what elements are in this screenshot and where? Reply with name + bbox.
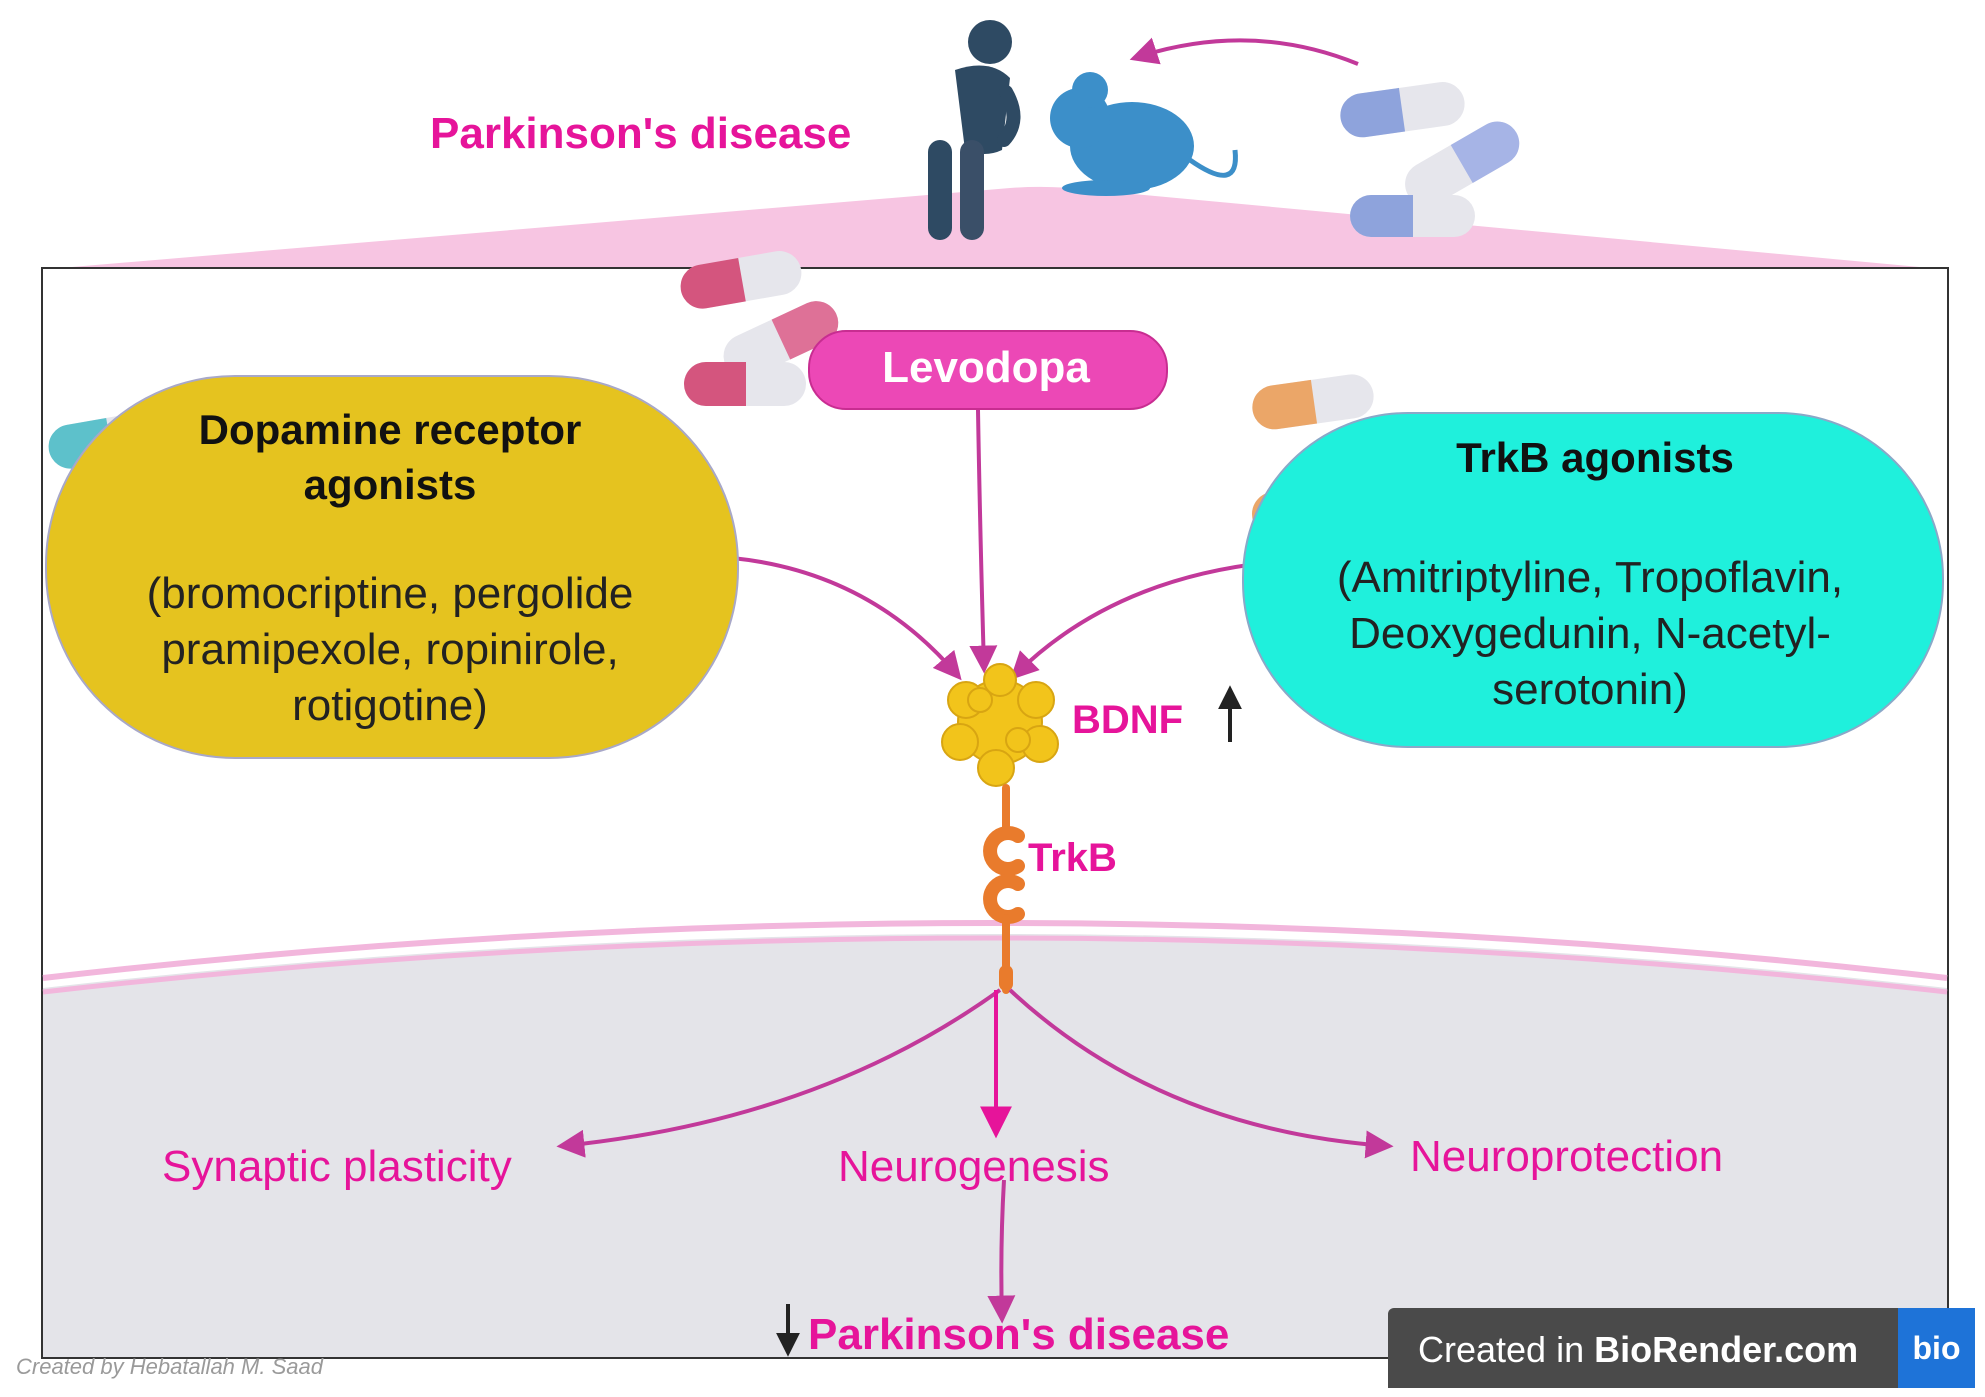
mouse-icon (1050, 72, 1238, 196)
levodopa-pill (808, 330, 1168, 410)
trkb-agonists-list: (Amitriptyline, Tropoflavin, Deoxygeduni… (1270, 550, 1910, 718)
trkb-agonists-line1: (Amitriptyline, Tropoflavin, (1336, 553, 1844, 602)
header-title: Parkinson's disease (430, 109, 852, 158)
patient-icon (928, 20, 1021, 240)
dopamine-agonists-title-line1: Dopamine receptor (198, 406, 582, 453)
neurogenesis-label: Neurogenesis (838, 1142, 1110, 1191)
capsule-group-red (680, 251, 839, 406)
trkb-agonists-title: TrkB agonists (1456, 434, 1734, 481)
biorender-created-in: Created in (1418, 1329, 1595, 1370)
dopamine-to-bdnf-arrow (699, 554, 962, 681)
biorender-banner[interactable] (1388, 1308, 1975, 1388)
biorender-logo[interactable]: bio (1898, 1308, 1975, 1388)
bdnf-label: BDNF (1072, 698, 1184, 742)
trkb-agonists-line2: Deoxygedunin, N-acetyl- (1349, 609, 1831, 658)
mouse-to-patient-arrow (1129, 37, 1359, 66)
neuroprotection-label: Neuroprotection (1410, 1132, 1724, 1181)
dopamine-agonists-title-line2: agonists (303, 461, 477, 508)
trkb-receptor (983, 784, 1025, 994)
levodopa-label: Levodopa (882, 343, 1090, 392)
dopamine-agonists-list: (bromocriptine, pergolide pramipexole, r… (80, 566, 700, 734)
dopamine-agonists-line1: (bromocriptine, pergolide (146, 569, 634, 618)
dopamine-agonists-box (45, 375, 739, 759)
trkb-agonists-line3: serotonin) (1492, 665, 1688, 714)
trkb-label: TrkB (1028, 836, 1117, 880)
header-band (60, 186, 1930, 268)
author-credit: Created by Hebatallah M. Saad (16, 1354, 323, 1379)
parkinsons-outcome-label: Parkinson's disease (808, 1310, 1230, 1359)
to-synaptic-arrow (556, 988, 1002, 1158)
levodopa-to-bdnf-arrow (969, 409, 998, 674)
to-parkinsons-arrow (987, 1179, 1016, 1324)
dopamine-agonists-title: Dopamine receptor agonists (120, 402, 660, 512)
biorender-brand: BioRender.com (1594, 1329, 1859, 1370)
synaptic-plasticity-label: Synaptic plasticity (162, 1142, 512, 1191)
biorender-text[interactable]: Created in BioRender.com (1418, 1332, 1858, 1368)
bdnf-molecule (941, 663, 1059, 787)
trkb-agonists-box (1242, 412, 1944, 748)
cell-body (43, 934, 1947, 1357)
cell-membrane (42, 920, 1948, 981)
dopamine-agonists-line2: pramipexole, ropinirole, (161, 625, 619, 674)
dopamine-agonists-line3: rotigotine) (292, 681, 488, 730)
to-neuroprotection-arrow (1008, 988, 1394, 1159)
capsule-group-blue (1340, 82, 1520, 237)
